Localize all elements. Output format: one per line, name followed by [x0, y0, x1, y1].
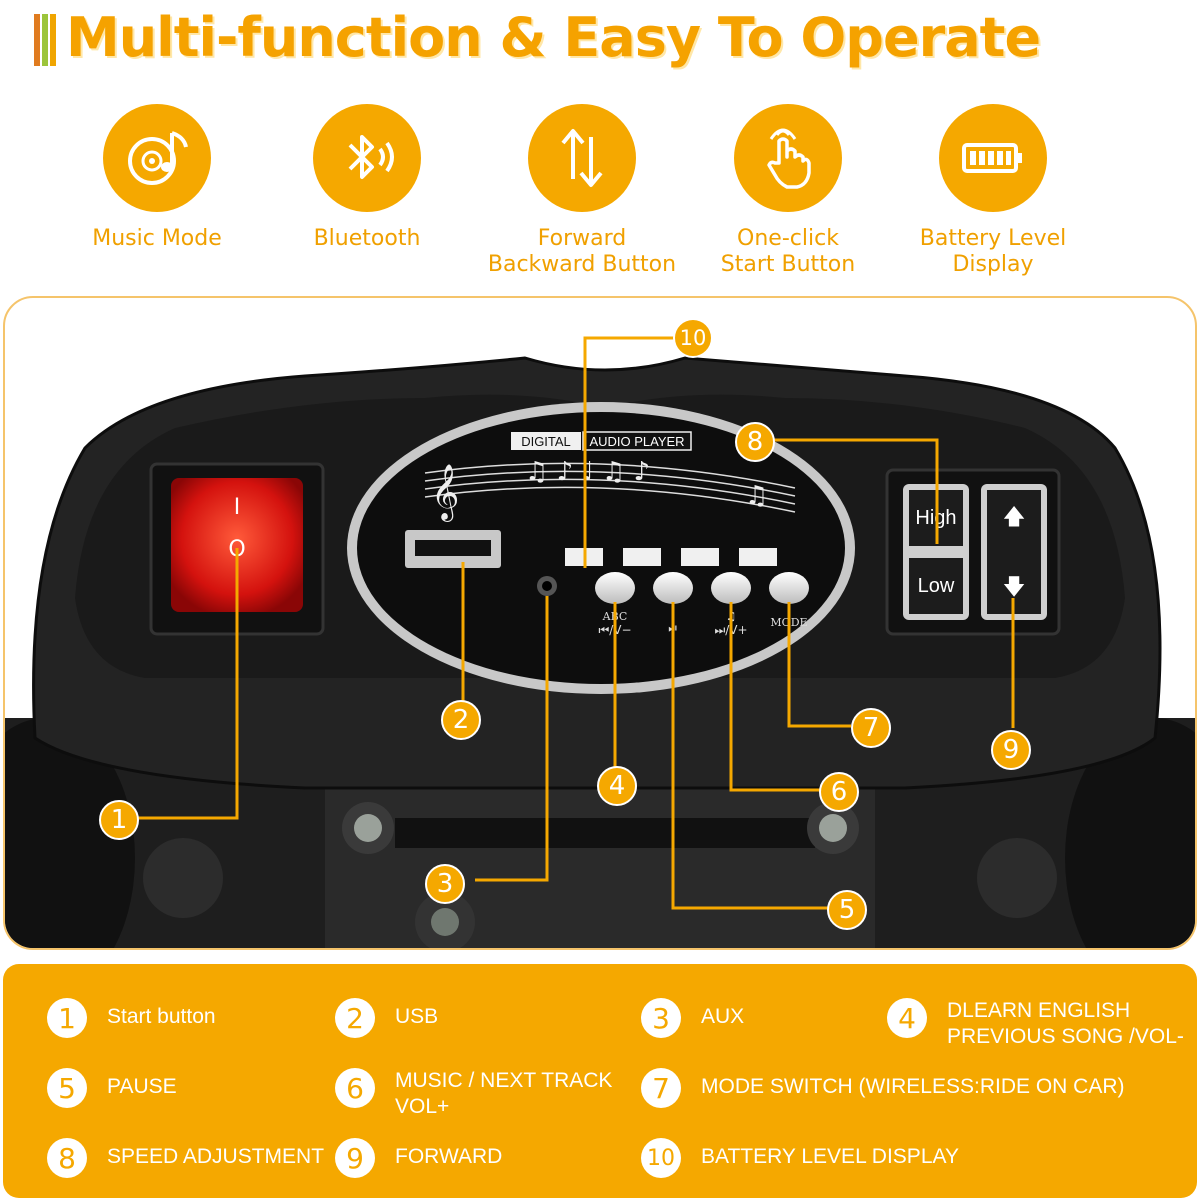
title-accent-bars [34, 14, 56, 66]
up-down-arrows-icon [528, 104, 636, 212]
dashboard-illustration: I O DIGITAL AUDIO PLAYER 𝄞 ♫ ♪ ♩ ♫ ♪ ♫ A… [5, 336, 1195, 948]
legend-number: 10 [641, 1138, 681, 1178]
legend-number: 5 [47, 1068, 87, 1108]
feature-bluetooth: Bluetooth [267, 104, 467, 252]
dashboard-photo-panel: I O DIGITAL AUDIO PLAYER 𝄞 ♫ ♪ ♩ ♫ ♪ ♫ A… [3, 296, 1197, 950]
legend-text: AUX [701, 1005, 745, 1028]
svg-text:🡅: 🡅 [1003, 505, 1026, 530]
hand-tap-icon [734, 104, 842, 212]
callout-9: 9 [991, 730, 1031, 770]
legend-number: 9 [335, 1138, 375, 1178]
digital-label: DIGITAL [521, 434, 571, 449]
callout-5: 5 [827, 890, 867, 930]
legend-text: MODE SWITCH (WIRELESS:RIDE ON CAR) [701, 1075, 1125, 1098]
legend-number: 3 [641, 998, 681, 1038]
legend-text: FORWARD [395, 1145, 503, 1168]
legend-text: USB [395, 1005, 439, 1028]
legend-item: 9 FORWARD [335, 1138, 502, 1178]
bluetooth-icon [313, 104, 421, 212]
legend-item: 7 MODE SWITCH (WIRELESS:RIDE ON CAR) [641, 1068, 1125, 1108]
feature-battery-display: Battery Level Display [893, 104, 1093, 278]
feature-label: Music Mode [92, 226, 222, 251]
legend-item: 6 MUSIC / NEXT TRACK VOL+ [335, 1068, 612, 1120]
callout-10: 10 [673, 318, 713, 358]
feature-label: Battery Level Display [919, 226, 1067, 277]
legend-text: SPEED ADJUSTMENT [107, 1145, 325, 1168]
legend-number: 4 [887, 998, 927, 1038]
legend-number: 6 [335, 1068, 375, 1108]
legend-item: 4 DLEARN ENGLISH PREVIOUS SONG /VOL- [887, 998, 1184, 1050]
feature-label: Forward Backward Button [487, 226, 677, 277]
music-disc-icon [103, 104, 211, 212]
legend-number: 2 [335, 998, 375, 1038]
legend-text: PAUSE [107, 1075, 177, 1098]
callout-3: 3 [425, 864, 465, 904]
legend-item: 5 PAUSE [47, 1068, 177, 1108]
legend-number: 1 [47, 998, 87, 1038]
callout-4: 4 [597, 766, 637, 806]
svg-text:♫ ♪ ♩ ♫ ♪: ♫ ♪ ♩ ♫ ♪ [525, 457, 650, 487]
svg-text:♫: ♫ [745, 481, 768, 511]
callout-8: 8 [735, 422, 775, 462]
audio-player-label: AUDIO PLAYER [589, 434, 684, 449]
battery-icon [939, 104, 1047, 212]
callout-7: 7 [851, 708, 891, 748]
legend-number: 7 [641, 1068, 681, 1108]
legend-item: 2 USB [335, 998, 438, 1038]
callout-2: 2 [441, 700, 481, 740]
speed-low-label: Low [918, 575, 955, 597]
callout-1: 1 [99, 800, 139, 840]
legend-number: 8 [47, 1138, 87, 1178]
legend-item: 10 BATTERY LEVEL DISPLAY [641, 1138, 959, 1178]
feature-label: One-click Start Button [720, 226, 856, 277]
feature-music-mode: Music Mode [57, 104, 257, 252]
legend-item: 8 SPEED ADJUSTMENT [47, 1138, 324, 1178]
legend-text: DLEARN ENGLISH PREVIOUS SONG /VOL- [947, 999, 1184, 1048]
legend-item: 3 AUX [641, 998, 744, 1038]
legend-text: BATTERY LEVEL DISPLAY [701, 1145, 959, 1168]
page-title: Multi-function & Easy To Operate [66, 6, 1041, 69]
svg-text:🡇: 🡇 [1003, 575, 1026, 600]
legend-text: Start button [107, 1005, 216, 1028]
legend-panel: 1 Start button 2 USB 3 AUX 4 DLEARN ENGL… [3, 964, 1197, 1198]
callout-6: 6 [819, 772, 859, 812]
feature-label: Bluetooth [313, 226, 421, 251]
feature-forward-backward: Forward Backward Button [482, 104, 682, 278]
switch-on-mark: I [234, 495, 241, 520]
feature-one-click-start: One-click Start Button [688, 104, 888, 278]
legend-text: MUSIC / NEXT TRACK VOL+ [395, 1069, 613, 1118]
svg-text:𝄞: 𝄞 [431, 464, 459, 522]
legend-item: 1 Start button [47, 998, 216, 1038]
